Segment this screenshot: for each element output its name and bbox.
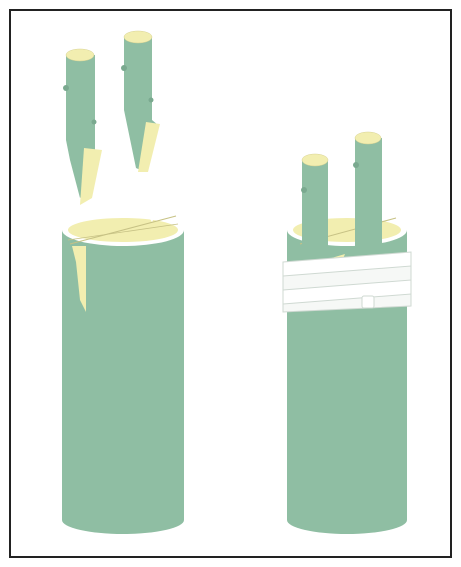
bud-icon — [63, 85, 69, 91]
scion-right-cut-top — [124, 31, 152, 43]
rootstock-split — [62, 214, 184, 534]
bud-icon — [121, 65, 127, 71]
bud-icon — [301, 187, 307, 193]
bud-icon — [149, 98, 154, 103]
scion-cut-top — [355, 132, 381, 144]
tape-end-tab — [362, 296, 374, 308]
bud-icon — [92, 120, 97, 125]
inserted-scion-right — [353, 132, 382, 262]
grafting-tape-wrap — [283, 252, 411, 312]
scion-cut-top — [302, 154, 328, 166]
inserted-scion-left — [301, 154, 328, 268]
scion-left-cut-top — [66, 49, 94, 61]
bud-icon — [353, 162, 359, 168]
